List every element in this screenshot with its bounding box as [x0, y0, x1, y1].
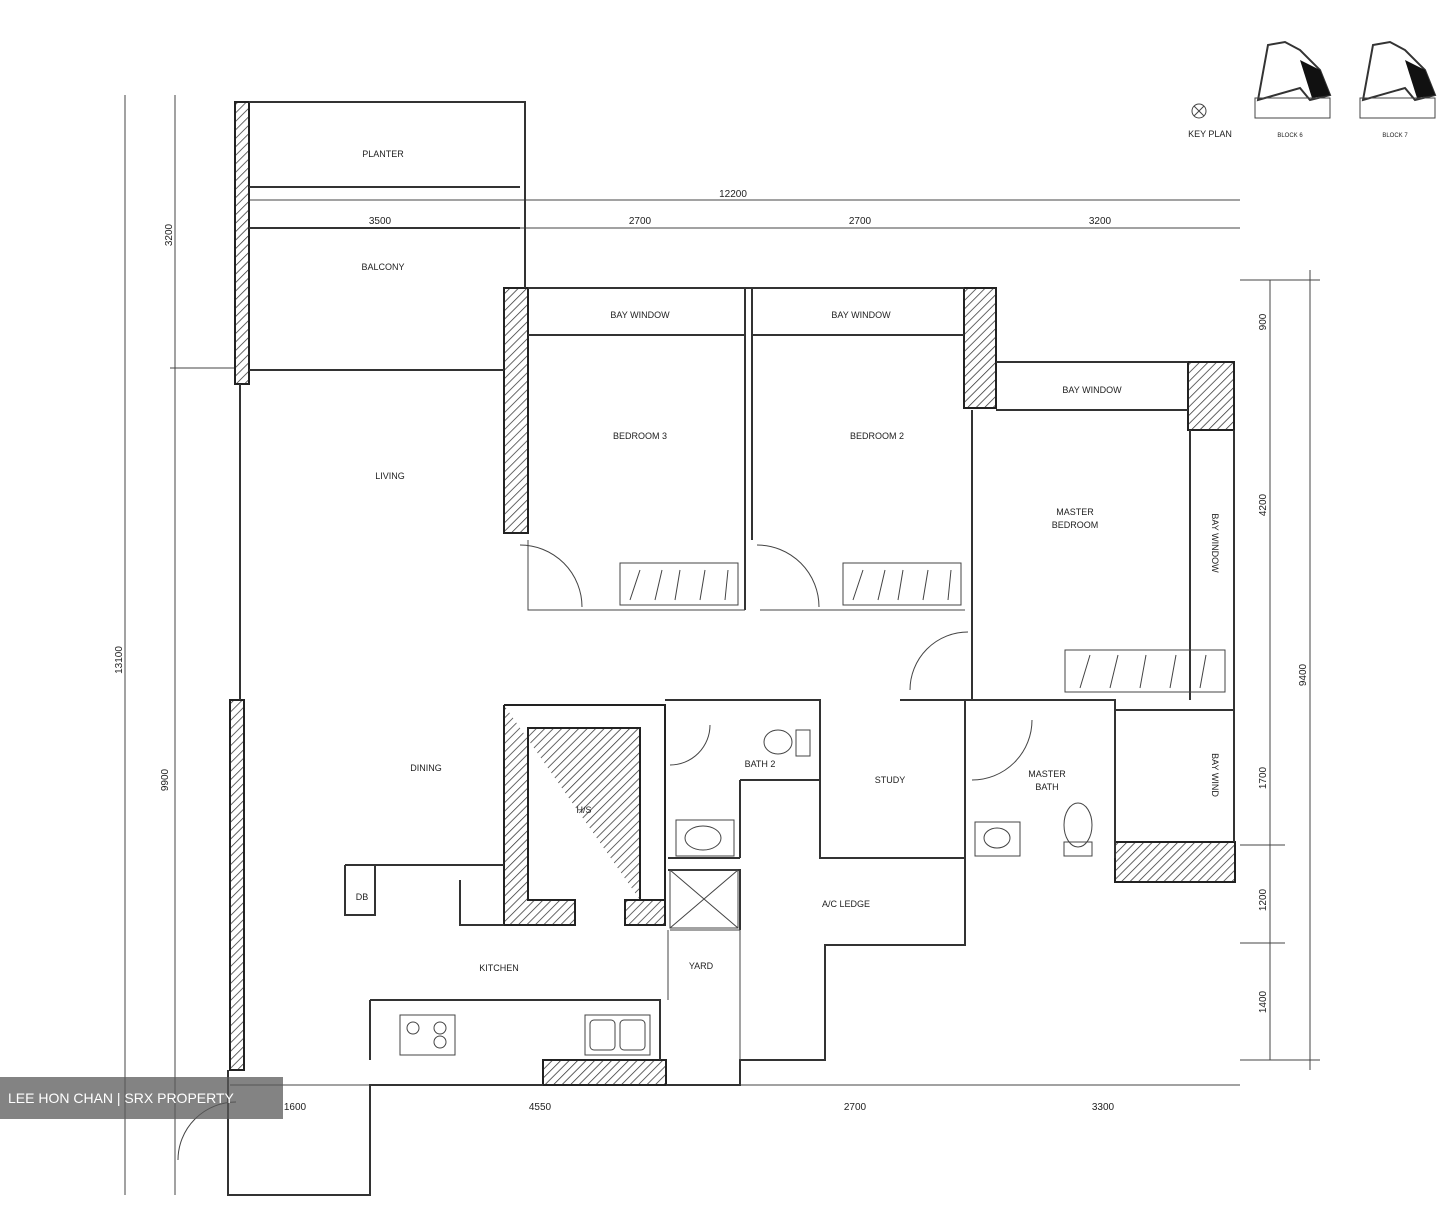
master-basin-icon	[974, 821, 1021, 857]
block-6-icon	[1254, 40, 1332, 119]
room-bay-window-bath: BAY WIND	[1210, 753, 1220, 797]
room-study: STUDY	[875, 775, 906, 785]
room-bay-window-master: BAY WINDOW	[1062, 385, 1122, 395]
room-bedroom-2: BEDROOM 2	[850, 431, 904, 441]
kitchen-hob-icon	[399, 1014, 456, 1056]
shower-icon	[669, 869, 739, 929]
wardrobe-master	[1064, 649, 1226, 693]
dim-right-4: 1200	[1258, 888, 1269, 911]
watermark: LEE HON CHAN | SRX PROPERTY	[0, 1077, 283, 1119]
dim-top-total: 12200	[719, 189, 747, 200]
room-planter: PLANTER	[362, 149, 404, 159]
room-master-bedroom-line1: MASTER	[1056, 507, 1094, 517]
room-balcony: BALCONY	[361, 262, 404, 272]
dim-bottom-1: 1600	[284, 1102, 307, 1113]
dim-left-1: 3200	[164, 223, 175, 246]
room-dining: DINING	[410, 763, 442, 773]
dim-bottom-2: 4550	[529, 1102, 552, 1113]
basin-icon	[675, 819, 735, 857]
dim-bottom-3: 2700	[844, 1102, 867, 1113]
dim-right-3: 1700	[1258, 766, 1269, 789]
master-toilet-icon	[1063, 802, 1093, 857]
room-master-bath-line1: MASTER	[1028, 769, 1066, 779]
dim-top-2: 2700	[629, 216, 652, 227]
room-living: LIVING	[375, 471, 405, 481]
room-ac-ledge: A/C LEDGE	[822, 899, 870, 909]
dim-left-3: 9900	[160, 768, 171, 791]
room-kitchen: KITCHEN	[479, 963, 519, 973]
dimension-lines	[124, 95, 1320, 1195]
dim-top-4: 3200	[1089, 216, 1112, 227]
kitchen-sink-icon	[584, 1014, 651, 1056]
dim-top-1: 3500	[369, 216, 392, 227]
walls	[227, 101, 1236, 1196]
room-bay-window-master-side: BAY WINDOW	[1210, 513, 1220, 573]
room-bay-window-bed2: BAY WINDOW	[831, 310, 891, 320]
dim-right-1: 900	[1258, 313, 1269, 330]
room-master-bedroom-line2: BEDROOM	[1052, 520, 1099, 530]
room-bath-2: BATH 2	[745, 759, 776, 769]
room-bay-window-bed3: BAY WINDOW	[610, 310, 670, 320]
dim-right-5: 1400	[1258, 990, 1269, 1013]
dim-top-3: 2700	[849, 216, 872, 227]
north-arrow-icon	[1191, 103, 1207, 119]
block-7-label: BLOCK 7	[1382, 133, 1408, 139]
room-db: DB	[356, 892, 369, 902]
block-7-icon	[1359, 40, 1437, 119]
dim-right-total: 9400	[1298, 663, 1309, 686]
wardrobe-bed2	[842, 562, 962, 606]
room-master-bath-line2: BATH	[1035, 782, 1058, 792]
room-hs: H/S	[576, 805, 591, 815]
dim-bottom-4: 3300	[1092, 1102, 1115, 1113]
room-yard: YARD	[689, 961, 714, 971]
toilet-icon	[763, 729, 811, 757]
key-plan: KEY PLAN BLOCK 6 BLOCK 7	[1188, 40, 1437, 139]
wardrobe-bed3	[619, 562, 739, 606]
block-6-label: BLOCK 6	[1277, 133, 1303, 139]
dim-right-2: 4200	[1258, 493, 1269, 516]
key-plan-label: KEY PLAN	[1188, 129, 1232, 139]
dim-left-2: 13100	[114, 646, 125, 674]
room-bedroom-3: BEDROOM 3	[613, 431, 667, 441]
